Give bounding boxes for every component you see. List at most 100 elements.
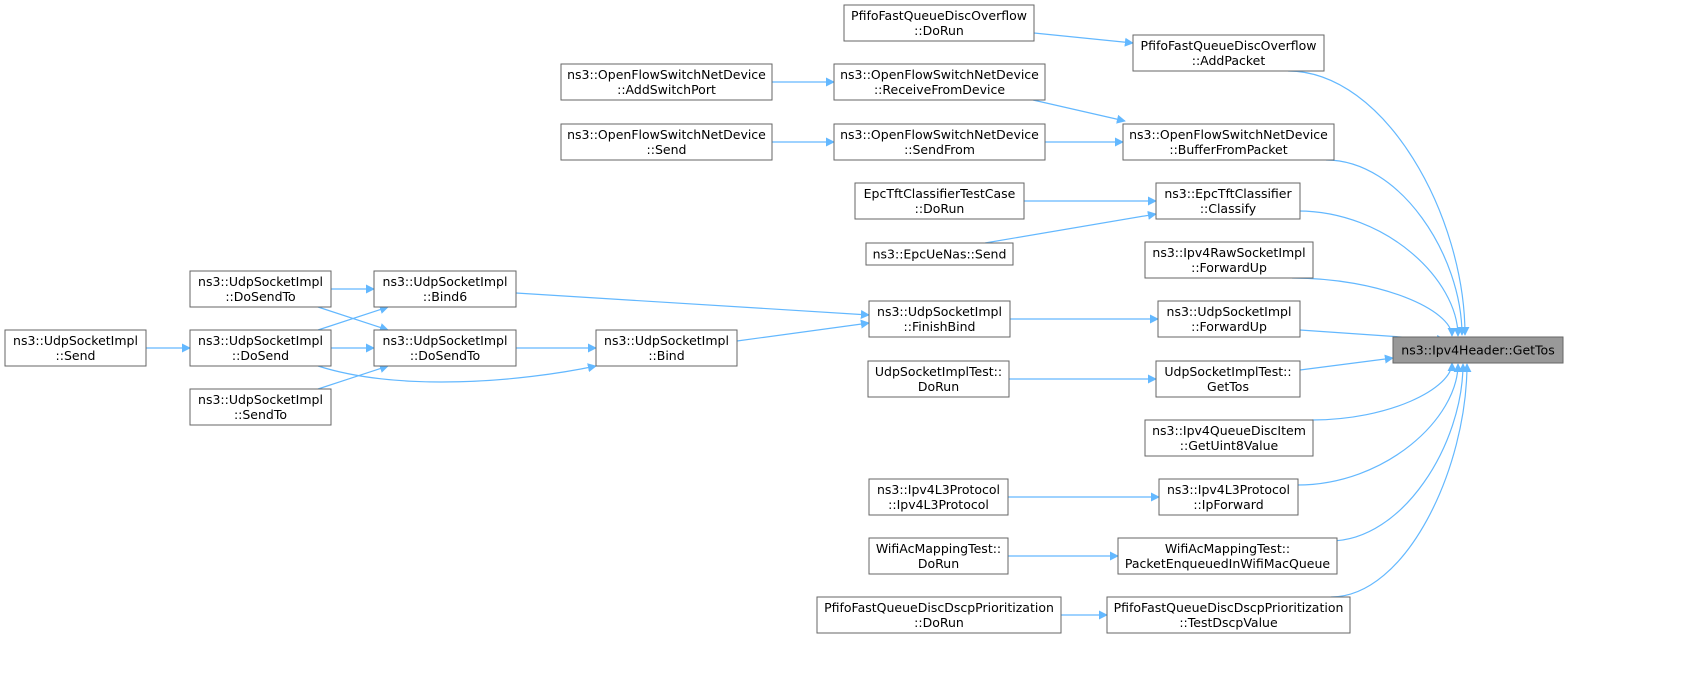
- node-box: [1157, 300, 1301, 338]
- node-box: [833, 63, 1046, 101]
- edge-pfifoOverflowAdd-to-root: [1287, 70, 1470, 336]
- node-ipForward[interactable]: ns3::Ipv4L3Protocol::IpForward: [1158, 478, 1299, 516]
- node-pfifoOverflowAdd[interactable]: PfifoFastQueueDiscOverflow::AddPacket: [1132, 34, 1325, 72]
- node-label-line: ::Ipv4L3Protocol: [888, 497, 989, 512]
- edge-udpBind-to-udpFinishBind: [736, 319, 870, 342]
- node-box: [373, 270, 517, 308]
- node-label-line: ns3::EpcUeNas::Send: [873, 247, 1007, 262]
- node-udpSend[interactable]: ns3::UdpSocketImpl::Send: [4, 329, 147, 367]
- node-label-line: PacketEnqueuedInWifiMacQueue: [1125, 556, 1331, 571]
- nodes-layer: ns3::Ipv4Header::GetTosPfifoFastQueueDis…: [4, 4, 1564, 634]
- node-udpBind[interactable]: ns3::UdpSocketImpl::Bind: [595, 329, 738, 367]
- node-ofAddPort[interactable]: ns3::OpenFlowSwitchNetDevice::AddSwitchP…: [560, 63, 773, 101]
- node-label-line: ns3::UdpSocketImpl: [1167, 304, 1292, 319]
- edge-epcUeSend-to-epcClassify: [984, 210, 1157, 244]
- node-label-line: ::DoRun: [914, 615, 964, 630]
- node-label-line: ::AddPacket: [1192, 53, 1266, 68]
- node-label-line: ::DoRun: [915, 201, 965, 216]
- node-label-line: ::IpForward: [1193, 497, 1263, 512]
- node-label-line: ::ReceiveFromDevice: [874, 82, 1005, 97]
- node-box: [373, 329, 517, 367]
- node-box: [1158, 478, 1299, 516]
- node-ofSend[interactable]: ns3::OpenFlowSwitchNetDevice::Send: [560, 123, 773, 161]
- edge-wifiEnqueued-to-root: [1329, 363, 1468, 542]
- node-udpForward[interactable]: ns3::UdpSocketImpl::ForwardUp: [1157, 300, 1301, 338]
- node-label-line: WifiAcMappingTest::: [1165, 541, 1290, 556]
- node-label-line: ns3::OpenFlowSwitchNetDevice: [1129, 127, 1328, 142]
- node-label-line: PfifoFastQueueDiscDscpPrioritization: [824, 600, 1054, 615]
- node-udpBind6[interactable]: ns3::UdpSocketImpl::Bind6: [373, 270, 517, 308]
- root-node[interactable]: ns3::Ipv4Header::GetTos: [1392, 336, 1564, 364]
- edges-layer: [146, 32, 1472, 620]
- node-epcUeSend[interactable]: ns3::EpcUeNas::Send: [865, 242, 1014, 266]
- node-label-line: ns3::UdpSocketImpl: [13, 333, 138, 348]
- node-label-line: ::DoSendTo: [225, 289, 295, 304]
- node-label-line: UdpSocketImplTest::: [875, 364, 1002, 379]
- node-pfifoDscpRun[interactable]: PfifoFastQueueDiscDscpPrioritization::Do…: [816, 596, 1062, 634]
- node-udpTestGetTos[interactable]: UdpSocketImplTest::GetTos: [1155, 360, 1301, 398]
- node-label-line: ::BufferFromPacket: [1169, 142, 1287, 157]
- node-label-line: GetTos: [1207, 379, 1249, 394]
- node-label-line: PfifoFastQueueDiscDscpPrioritization: [1114, 600, 1344, 615]
- node-udpDoSendToB[interactable]: ns3::UdpSocketImpl::DoSendTo: [373, 329, 517, 367]
- node-label-line: ns3::Ipv4RawSocketImpl: [1152, 245, 1305, 260]
- node-udpDoSend[interactable]: ns3::UdpSocketImpl::DoSend: [189, 329, 332, 367]
- node-epcClassify[interactable]: ns3::EpcTftClassifier::Classify: [1155, 182, 1301, 220]
- edge-pfifoDscpTest-to-root: [1330, 363, 1472, 598]
- node-epcTestRun[interactable]: EpcTftClassifierTestCase::DoRun: [854, 182, 1025, 220]
- node-udpSendTo[interactable]: ns3::UdpSocketImpl::SendTo: [189, 388, 332, 426]
- node-box: [1106, 596, 1351, 634]
- node-label-line: ns3::Ipv4QueueDiscItem: [1152, 423, 1306, 438]
- node-box: [1144, 419, 1314, 457]
- node-box: [865, 242, 1014, 266]
- node-pfifoOverflowRun[interactable]: PfifoFastQueueDiscOverflow::DoRun: [843, 4, 1035, 42]
- edge-queueItem-to-root: [1311, 362, 1457, 421]
- node-wifiRun[interactable]: WifiAcMappingTest::DoRun: [868, 537, 1009, 575]
- node-label-line: ::Classify: [1200, 201, 1257, 216]
- edge-ipForward-to-root: [1296, 363, 1463, 486]
- node-box: [843, 4, 1035, 42]
- edge-ofReceive-to-ofBuffer: [1032, 99, 1126, 124]
- node-box: [1132, 34, 1325, 72]
- node-label-line: ::TestDscpValue: [1179, 615, 1278, 630]
- node-label-line: ::DoSendTo: [410, 348, 480, 363]
- node-label-line: ::SendFrom: [904, 142, 975, 157]
- node-label-line: ns3::OpenFlowSwitchNetDevice: [840, 67, 1039, 82]
- node-box: [189, 270, 332, 308]
- node-ofSendFrom[interactable]: ns3::OpenFlowSwitchNetDevice::SendFrom: [833, 123, 1046, 161]
- node-label-line: ::Bind6: [423, 289, 467, 304]
- node-label-line: ::FinishBind: [904, 319, 976, 334]
- node-box: [1155, 360, 1301, 398]
- node-label-line: WifiAcMappingTest::: [876, 541, 1001, 556]
- node-label-line: ::GetUint8Value: [1180, 438, 1279, 453]
- node-box: [833, 123, 1046, 161]
- node-rawForward[interactable]: ns3::Ipv4RawSocketImpl::ForwardUp: [1144, 241, 1314, 279]
- node-box: [4, 329, 147, 367]
- node-box: [1144, 241, 1314, 279]
- node-label-line: UdpSocketImplTest::: [1164, 364, 1291, 379]
- node-label-line: ns3::UdpSocketImpl: [877, 304, 1002, 319]
- edge-epcClassify-to-root: [1297, 210, 1463, 337]
- node-label-line: ::DoSend: [232, 348, 289, 363]
- node-box: [595, 329, 738, 367]
- node-label-line: ns3::UdpSocketImpl: [383, 274, 508, 289]
- edge-udpSendTo-to-udpDoSendToB: [317, 364, 389, 390]
- node-ipCtor[interactable]: ns3::Ipv4L3Protocol::Ipv4L3Protocol: [868, 478, 1009, 516]
- node-box: [1122, 123, 1335, 161]
- node-udpDoSendToA[interactable]: ns3::UdpSocketImpl::DoSendTo: [189, 270, 332, 308]
- node-udpFinishBind[interactable]: ns3::UdpSocketImpl::FinishBind: [868, 300, 1011, 338]
- node-box: [816, 596, 1062, 634]
- edge-udpTestGetTos-to-root: [1299, 354, 1394, 371]
- node-wifiEnqueued[interactable]: WifiAcMappingTest::PacketEnqueuedInWifiM…: [1117, 537, 1338, 575]
- node-udpTestRun[interactable]: UdpSocketImplTest::DoRun: [867, 360, 1010, 398]
- edge-udpDoSendToA-to-udpDoSendToB: [317, 306, 389, 332]
- node-queueItem[interactable]: ns3::Ipv4QueueDiscItem::GetUint8Value: [1144, 419, 1314, 457]
- node-ofBuffer[interactable]: ns3::OpenFlowSwitchNetDevice::BufferFrom…: [1122, 123, 1335, 161]
- node-ofReceive[interactable]: ns3::OpenFlowSwitchNetDevice::ReceiveFro…: [833, 63, 1046, 101]
- node-pfifoDscpTest[interactable]: PfifoFastQueueDiscDscpPrioritization::Te…: [1106, 596, 1351, 634]
- node-box: [867, 360, 1010, 398]
- node-box: [189, 329, 332, 367]
- node-label-line: ::ForwardUp: [1191, 260, 1267, 275]
- node-label-line: ::SendTo: [234, 407, 287, 422]
